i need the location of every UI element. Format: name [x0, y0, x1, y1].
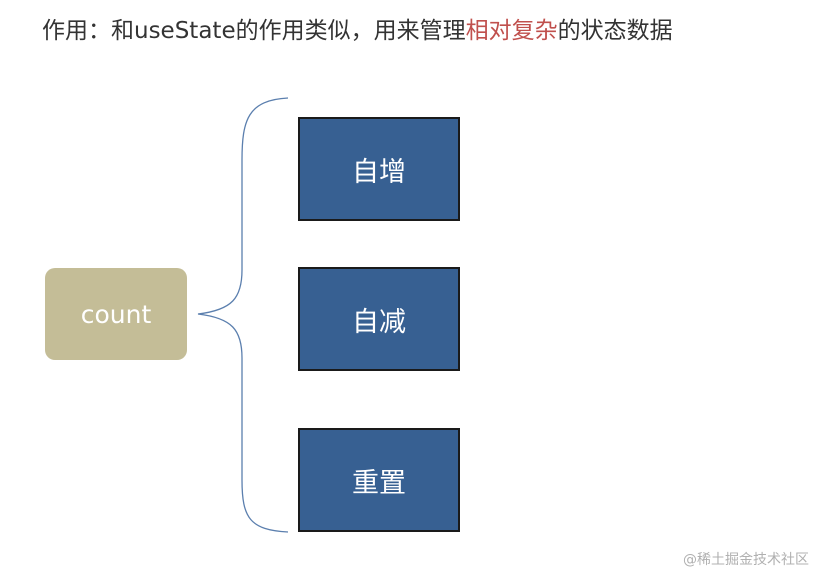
watermark: @稀土掘金技术社区 — [683, 552, 809, 568]
action-reset-label: 重置 — [352, 467, 406, 499]
action-decrement-box: 自减 — [298, 267, 460, 371]
action-increment-box: 自增 — [298, 117, 460, 221]
action-reset-box: 重置 — [298, 428, 460, 532]
action-increment-label: 自增 — [352, 156, 406, 188]
page-title: 作用：和useState的作用类似，用来管理相对复杂的状态数据 — [42, 14, 673, 48]
count-node: count — [45, 268, 187, 360]
brace-path — [197, 97, 289, 533]
title-suffix: 的状态数据 — [557, 18, 673, 44]
title-prefix: 作用：和useState的作用类似，用来管理 — [42, 18, 466, 44]
count-label: count — [80, 299, 152, 329]
title-highlight: 相对复杂 — [465, 18, 558, 44]
action-decrement-label: 自减 — [352, 306, 406, 338]
